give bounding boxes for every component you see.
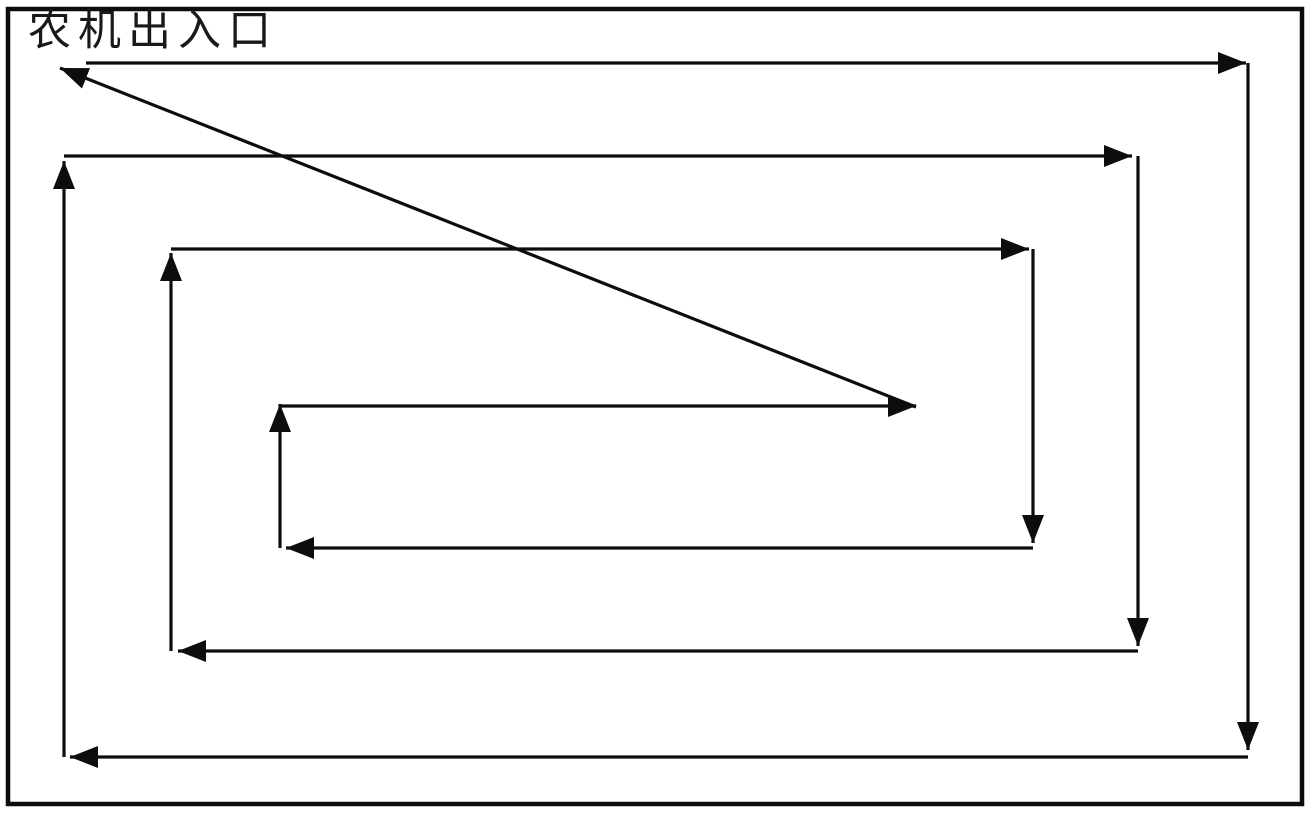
entrance-label: 农机出入口 [28,7,278,55]
exit-diagonal [59,66,917,409]
field-boundary [5,6,1305,807]
